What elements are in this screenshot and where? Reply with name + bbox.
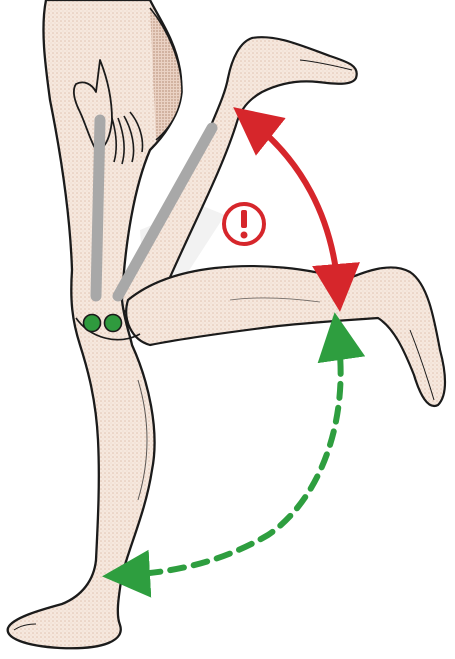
femur-guide-line	[96, 120, 100, 296]
excessive-flexion-arrow	[252, 122, 338, 288]
horizontal-lower-leg	[126, 266, 445, 406]
safe-range-arrow	[126, 336, 341, 575]
exclamation-circle-icon	[224, 204, 264, 244]
